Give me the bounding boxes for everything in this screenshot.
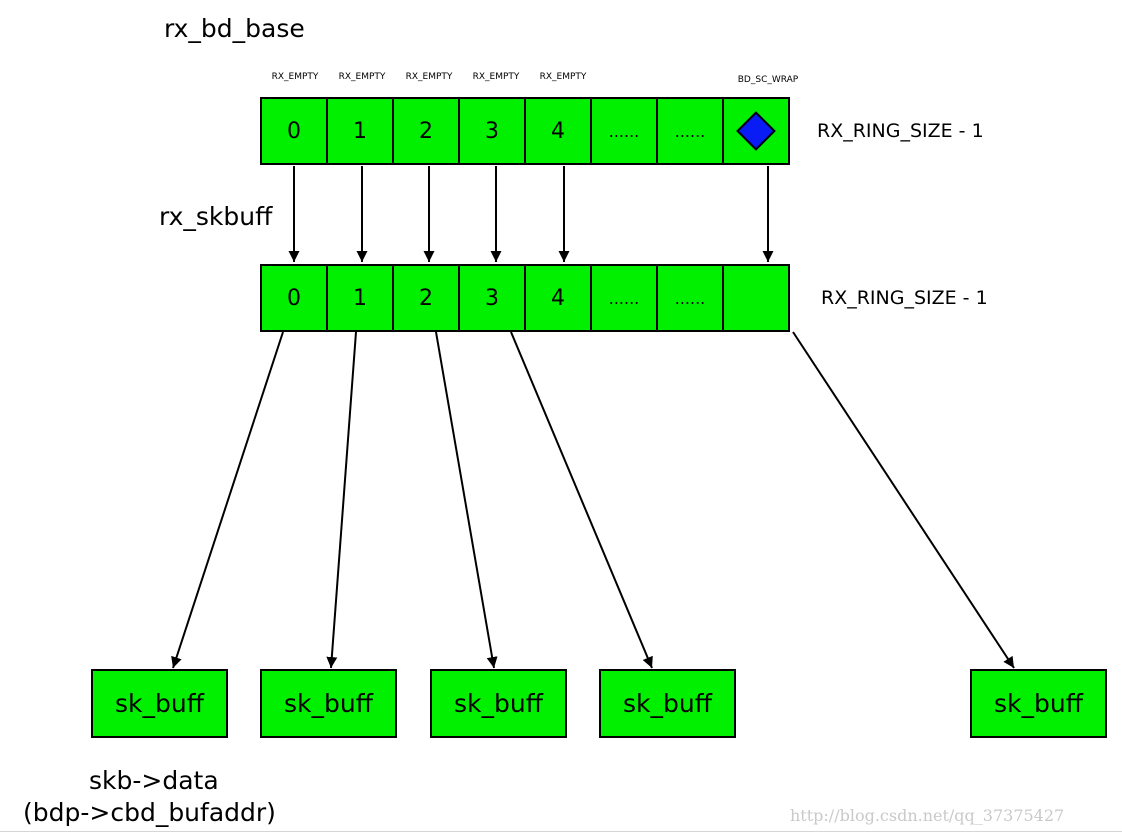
- arrow-skb-last: [792, 331, 1015, 669]
- ring-size-label-bottom: RX_RING_SIZE - 1: [821, 287, 988, 309]
- bd-cell-ellipsis-1: ......: [590, 97, 658, 165]
- skb-cell-1: 1: [326, 264, 394, 332]
- bd-cell-4: 4: [524, 97, 592, 165]
- skb-cell-4: 4: [524, 264, 592, 332]
- sk-buff-box-1: sk_buff: [260, 669, 397, 738]
- cbd-bufaddr-label: (bdp->cbd_bufaddr): [23, 798, 276, 827]
- bd-cell-1: 1: [326, 97, 394, 165]
- flag-rx-empty-3: RX_EMPTY: [472, 72, 520, 82]
- arrow-skb-1: [326, 331, 357, 669]
- arrow-skb-2: [435, 331, 498, 669]
- bd-cell-3: 3: [458, 97, 526, 165]
- skb-cell-ellipsis-2: ......: [656, 264, 724, 332]
- skb-cell-ellipsis-1: ......: [590, 264, 658, 332]
- skb-cell-0: 0: [260, 264, 328, 332]
- watermark: http://blog.csdn.net/qq_37375427: [790, 806, 1065, 825]
- flag-bd-sc-wrap: BD_SC_WRAP: [737, 75, 799, 85]
- skb-cell-last: [722, 264, 790, 332]
- arrow-skb-0: [171, 331, 284, 669]
- bd-cell-2: 2: [392, 97, 460, 165]
- skbuff-ring: 0 1 2 3 4 ...... ......: [260, 264, 790, 332]
- ring-size-label-top: RX_RING_SIZE - 1: [817, 120, 984, 142]
- sk-buff-box-2: sk_buff: [430, 669, 567, 738]
- bd-cell-last: [722, 97, 790, 165]
- rx-bd-base-label: rx_bd_base: [164, 14, 305, 43]
- rx-skbuff-label: rx_skbuff: [159, 202, 273, 231]
- skb-cell-2: 2: [392, 264, 460, 332]
- diamond-icon: [736, 111, 776, 151]
- flag-rx-empty-0: RX_EMPTY: [271, 72, 319, 82]
- bottom-divider: [0, 831, 1122, 832]
- flag-rx-empty-1: RX_EMPTY: [338, 72, 386, 82]
- skb-cell-3: 3: [458, 264, 526, 332]
- bd-cell-ellipsis-2: ......: [656, 97, 724, 165]
- bd-ring: 0 1 2 3 4 ...... ......: [260, 97, 790, 165]
- arrow-skb-3: [510, 331, 653, 669]
- flag-rx-empty-4: RX_EMPTY: [539, 72, 587, 82]
- skb-data-label: skb->data: [89, 766, 219, 795]
- sk-buff-box-4: sk_buff: [970, 669, 1107, 738]
- bd-cell-0: 0: [260, 97, 328, 165]
- sk-buff-box-3: sk_buff: [599, 669, 736, 738]
- flag-rx-empty-2: RX_EMPTY: [405, 72, 453, 82]
- sk-buff-box-0: sk_buff: [91, 669, 228, 738]
